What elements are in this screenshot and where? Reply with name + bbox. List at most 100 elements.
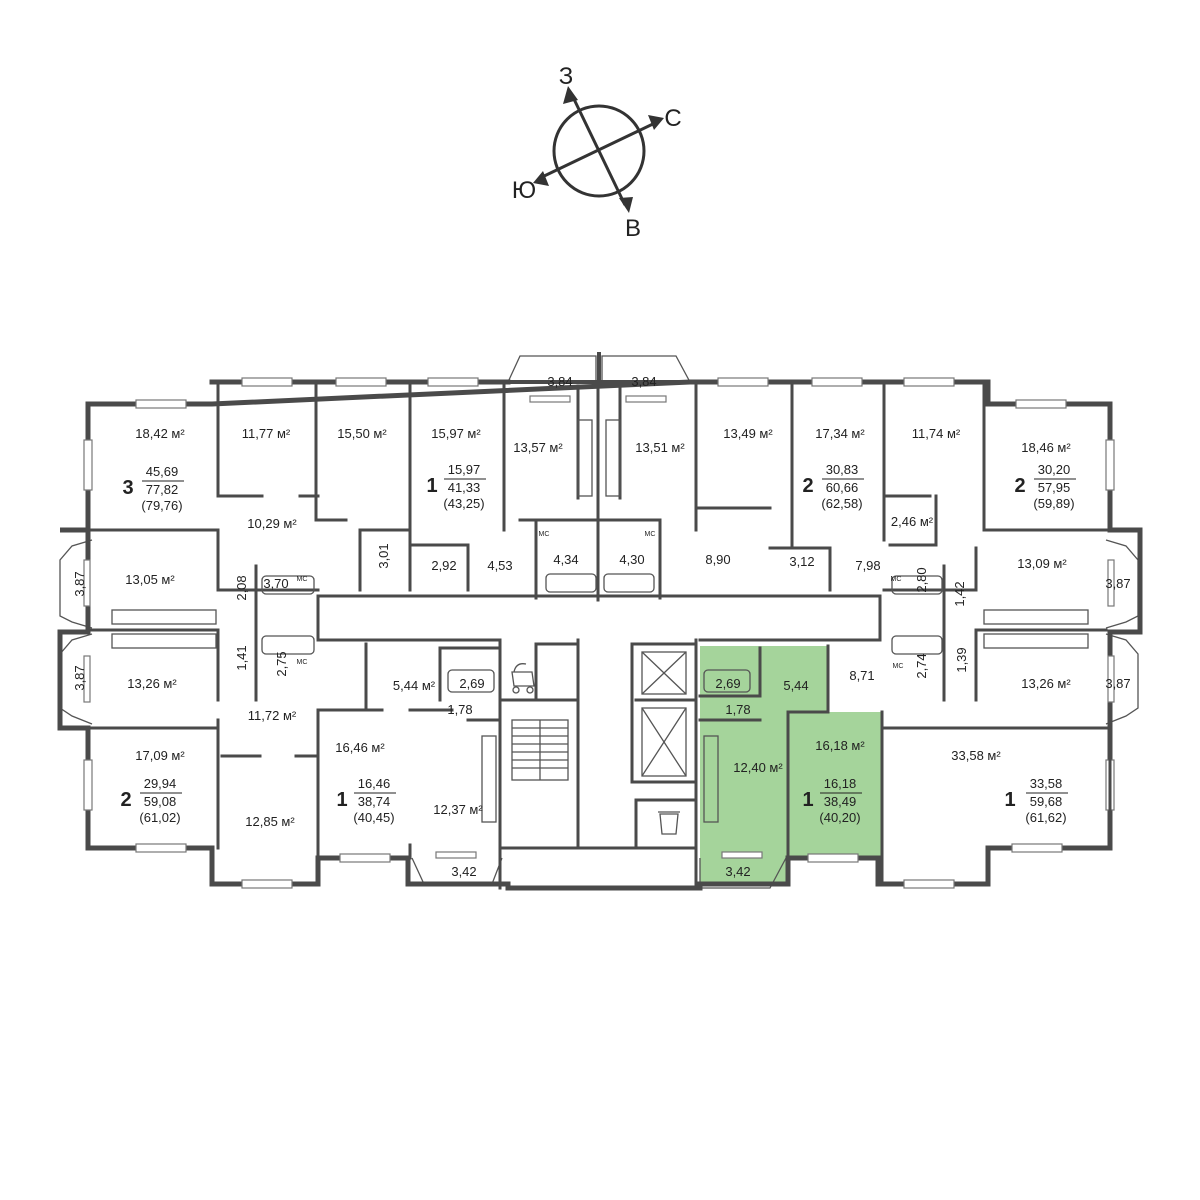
window bbox=[721, 851, 763, 859]
apartment-room-count: 1 bbox=[426, 475, 437, 497]
window bbox=[529, 395, 571, 403]
balcony-left-upper bbox=[59, 539, 93, 629]
outer-wall bbox=[57, 379, 1143, 891]
apartment-label[interactable]: 1 16,46 38,74 (40,45) bbox=[336, 776, 396, 825]
fixture-label: МС bbox=[297, 576, 308, 583]
window bbox=[1107, 655, 1115, 703]
kitchen-counter bbox=[481, 735, 497, 823]
compass-axis-south-north bbox=[539, 121, 656, 180]
area-label: 3,87 bbox=[72, 571, 87, 596]
area-label: 4,30 bbox=[619, 552, 644, 567]
apartment-living-area: 29,94 bbox=[144, 776, 177, 791]
window bbox=[335, 377, 387, 387]
fixture-label: МС bbox=[539, 531, 550, 538]
selected-apartment-shape[interactable] bbox=[700, 646, 883, 884]
area-label: 2,69 bbox=[459, 676, 484, 691]
room-area-label: 13,26 м² bbox=[1021, 676, 1071, 691]
bathtub-icon bbox=[891, 635, 943, 655]
window bbox=[1105, 439, 1115, 491]
compass-arrow-west-icon bbox=[563, 86, 578, 104]
fixture-label: МС bbox=[297, 659, 308, 666]
apartment-label[interactable]: 2 30,20 57,95 (59,89) bbox=[1014, 462, 1076, 511]
apartment-label-selected[interactable]: 1 16,18 38,49 (40,20) bbox=[802, 776, 862, 825]
kitchen-counter bbox=[111, 609, 217, 625]
apartment-label[interactable]: 2 29,94 59,08 (61,02) bbox=[120, 776, 182, 825]
kitchen-counter bbox=[703, 735, 719, 823]
apartment-total-area: 59,68 bbox=[1030, 794, 1063, 809]
area-label: 8,90 bbox=[705, 552, 730, 567]
apartment-label[interactable]: 3 45,69 77,82 (79,76) bbox=[122, 464, 184, 513]
room-area-label: 11,72 м² bbox=[248, 708, 297, 723]
fixture-label: МС bbox=[891, 576, 902, 583]
window bbox=[903, 879, 955, 889]
compass-label-north: С bbox=[664, 105, 681, 132]
room-area-label: 13,09 м² bbox=[1017, 556, 1067, 571]
bathtub-icon bbox=[891, 575, 943, 595]
stroller-icon bbox=[511, 663, 535, 694]
room-area-label: 12,37 м² bbox=[433, 802, 483, 817]
area-label: 2,80 bbox=[914, 567, 929, 592]
area-label: 1,78 bbox=[725, 702, 750, 717]
room-area-label: 17,34 м² bbox=[815, 426, 865, 441]
room-area-label: 16,18 м² bbox=[815, 738, 865, 753]
apartment-room-count: 1 bbox=[802, 789, 813, 811]
area-label: 7,98 bbox=[855, 558, 880, 573]
selected-apartment-highlight[interactable] bbox=[700, 646, 883, 884]
room-area-label: 15,97 м² bbox=[431, 426, 481, 441]
apartment-label[interactable]: 1 33,58 59,68 (61,62) bbox=[1004, 776, 1068, 825]
apartment-living-area: 30,20 bbox=[1038, 462, 1071, 477]
area-label: 3,84 bbox=[547, 374, 572, 389]
apartment-living-area: 15,97 bbox=[448, 462, 481, 477]
area-label: 4,53 bbox=[487, 558, 512, 573]
window bbox=[241, 377, 293, 387]
apartment-total-with-balcony: (43,25) bbox=[443, 496, 484, 511]
apartment-labels: 3 45,69 77,82 (79,76) 1 15,97 41,33 (43,… bbox=[120, 462, 1076, 825]
window bbox=[83, 559, 91, 607]
window bbox=[811, 377, 863, 387]
elevator-cross bbox=[641, 651, 687, 695]
area-label: 1,39 bbox=[954, 647, 969, 672]
window bbox=[339, 853, 391, 863]
apartment-label[interactable]: 1 15,97 41,33 (43,25) bbox=[426, 462, 486, 511]
kitchen-counter bbox=[983, 609, 1089, 625]
apartment-total-with-balcony: (59,89) bbox=[1033, 496, 1074, 511]
elevator-icon bbox=[641, 651, 687, 695]
elevator-cross bbox=[641, 707, 687, 777]
bathtub-icon bbox=[261, 575, 315, 595]
balcony-bottom-right bbox=[699, 857, 787, 889]
room-area-label: 13,26 м² bbox=[127, 676, 177, 691]
apartment-label[interactable]: 2 30,83 60,66 (62,58) bbox=[802, 462, 864, 511]
area-label: 8,71 bbox=[849, 668, 874, 683]
room-area-label: 13,49 м² bbox=[723, 426, 773, 441]
kitchen-counter bbox=[605, 419, 621, 497]
area-label: 2,08 bbox=[234, 575, 249, 600]
area-label: 3,12 bbox=[789, 554, 814, 569]
area-label: 5,44 bbox=[783, 678, 808, 693]
compass-arrow-south-icon bbox=[533, 171, 549, 186]
room-area-label: 10,29 м² bbox=[247, 516, 297, 531]
area-label: 3,42 bbox=[451, 864, 476, 879]
window bbox=[135, 843, 187, 853]
area-label: 3,70 bbox=[263, 576, 288, 591]
apartment-total-area: 59,08 bbox=[144, 794, 177, 809]
apartment-living-area: 16,46 bbox=[358, 776, 391, 791]
apartment-total-with-balcony: (40,20) bbox=[819, 810, 860, 825]
apartment-living-area: 30,83 bbox=[826, 462, 859, 477]
area-label: 2,69 bbox=[715, 676, 740, 691]
stairs-icon bbox=[511, 719, 569, 781]
balcony-right-lower bbox=[1105, 633, 1139, 725]
compass-circle bbox=[552, 104, 646, 198]
kitchen-counter bbox=[983, 633, 1089, 649]
elevator-icon bbox=[641, 707, 687, 777]
apartment-total-area: 77,82 bbox=[146, 482, 179, 497]
bathtub-icon bbox=[703, 669, 751, 693]
room-area-label: 13,57 м² bbox=[513, 440, 563, 455]
area-label: 2,75 bbox=[274, 651, 289, 676]
interior-walls bbox=[90, 384, 1112, 890]
window bbox=[135, 399, 187, 409]
area-label: 3,87 bbox=[72, 665, 87, 690]
area-label: 1,78 bbox=[447, 702, 472, 717]
apartment-total-with-balcony: (61,02) bbox=[139, 810, 180, 825]
room-area-label: 2,46 м² bbox=[891, 514, 934, 529]
window bbox=[625, 395, 667, 403]
